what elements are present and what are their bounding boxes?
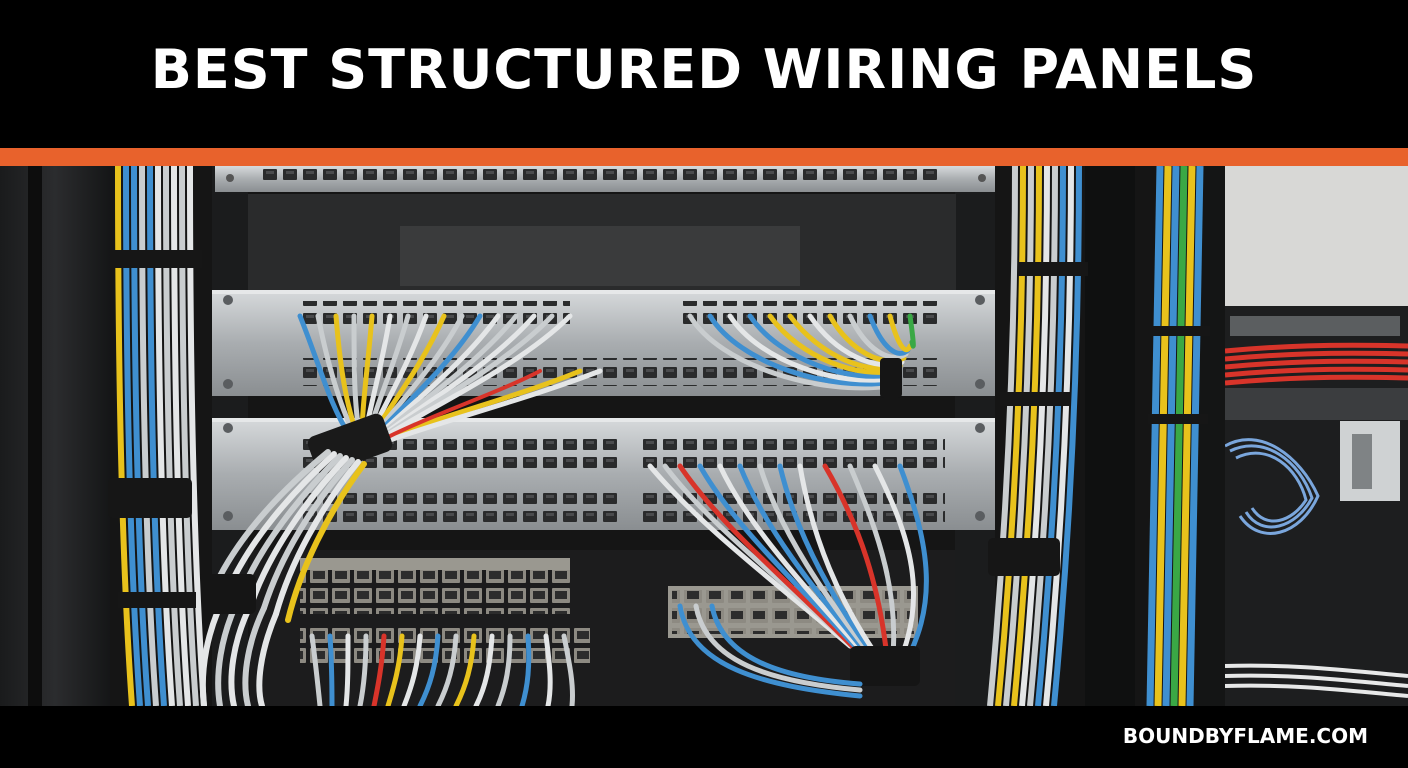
- banner-title: BEST STRUCTURED WIRING PANELS: [150, 37, 1258, 101]
- rack-photo: [0, 166, 1408, 706]
- footer-bar: BOUNDBYFLAME.COM: [0, 706, 1408, 768]
- accent-stripe: [0, 148, 1408, 166]
- title-banner: BEST STRUCTURED WIRING PANELS: [0, 0, 1408, 148]
- site-url[interactable]: BOUNDBYFLAME.COM: [1122, 724, 1368, 748]
